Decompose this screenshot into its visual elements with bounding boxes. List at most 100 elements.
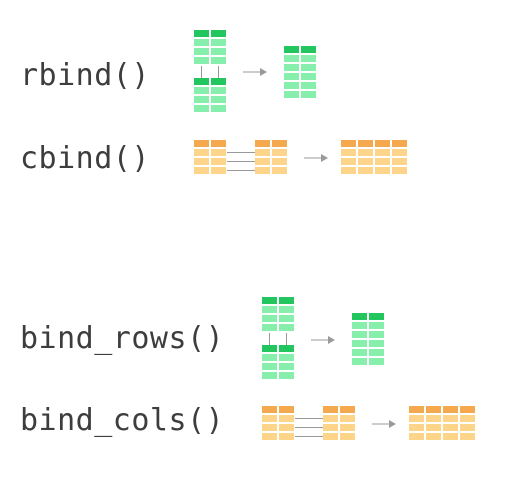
table-cell [426,433,441,440]
orange-table-icon-result [341,140,407,174]
bind-cols-svg [262,406,475,440]
cols-connector [227,152,255,171]
table-cell [392,167,407,174]
arrow-head [260,68,267,76]
table-cell [341,158,356,165]
table-header-cell [409,406,424,413]
table-cell [255,167,270,174]
table-cell [301,64,316,71]
table-cell [392,149,407,156]
table-cell [460,433,475,440]
orange-table-icon-left [194,140,226,174]
cbind-svg [194,140,407,174]
table-header-cell [262,297,277,304]
table-cell [369,349,384,356]
right-arrow-icon [304,154,328,162]
table-header-cell [262,406,277,413]
table-cell [194,105,209,112]
right-arrow-icon [243,68,267,76]
bind-rows-svg [262,297,384,379]
table-cell [369,340,384,347]
arrow-head [321,154,328,162]
table-cell [409,424,424,431]
table-cell [460,415,475,422]
table-header-cell [340,406,355,413]
table-cell [323,433,338,440]
table-cell [262,324,277,331]
table-cell [279,415,294,422]
cbind-illustration [192,138,412,178]
table-header-cell [323,406,338,413]
table-header-cell [426,406,441,413]
table-cell [279,306,294,313]
table-cell [352,358,367,365]
orange-table-icon-result [409,406,475,440]
table-cell [194,57,209,64]
table-cell [426,415,441,422]
table-cell [262,354,277,361]
bind-cols-illustration [260,404,480,444]
table-cell [211,87,226,94]
table-cell [352,349,367,356]
table-cell [301,82,316,89]
table-cell [272,167,287,174]
table-cell [262,433,277,440]
table-cell [194,149,209,156]
table-header-cell [194,140,209,147]
table-header-cell [369,313,384,320]
green-table-icon-bottom [262,345,294,379]
table-cell [262,372,277,379]
table-header-cell [262,345,277,352]
table-cell [211,149,226,156]
orange-table-icon-right [255,140,287,174]
cols-connector [295,418,323,437]
right-arrow-icon [372,420,396,428]
table-cell [341,149,356,156]
table-header-cell [358,140,373,147]
table-cell [323,424,338,431]
table-cell [369,331,384,338]
green-table-icon-bottom [194,78,226,112]
table-cell [375,167,390,174]
table-header-cell [392,140,407,147]
table-cell [340,424,355,431]
table-header-cell [301,46,316,53]
rbind-illustration [192,28,322,118]
table-header-cell [272,140,287,147]
table-cell [284,64,299,71]
table-cell [358,167,373,174]
table-cell [460,424,475,431]
rows-connector [269,333,287,345]
table-header-cell [284,46,299,53]
table-cell [211,167,226,174]
table-cell [443,415,458,422]
table-cell [369,322,384,329]
table-header-cell [279,406,294,413]
table-cell [194,167,209,174]
orange-table-icon-left [262,406,294,440]
table-header-cell [341,140,356,147]
label-bind-cols: bind_cols() [20,403,225,438]
table-header-cell [211,30,226,37]
orange-table-icon-right [323,406,355,440]
table-cell [279,315,294,322]
table-cell [211,39,226,46]
table-cell [211,57,226,64]
bind-rows-illustration [260,295,390,385]
green-table-icon-result [352,313,384,365]
table-cell [211,158,226,165]
table-cell [272,158,287,165]
table-cell [392,158,407,165]
table-cell [211,48,226,55]
label-rbind: rbind() [20,58,150,93]
table-cell [284,91,299,98]
table-cell [409,415,424,422]
green-table-icon-result [284,46,316,98]
green-table-icon-top [194,30,226,64]
arrow-head [389,420,396,428]
table-cell [301,91,316,98]
table-cell [272,149,287,156]
table-cell [375,158,390,165]
table-header-cell [279,345,294,352]
